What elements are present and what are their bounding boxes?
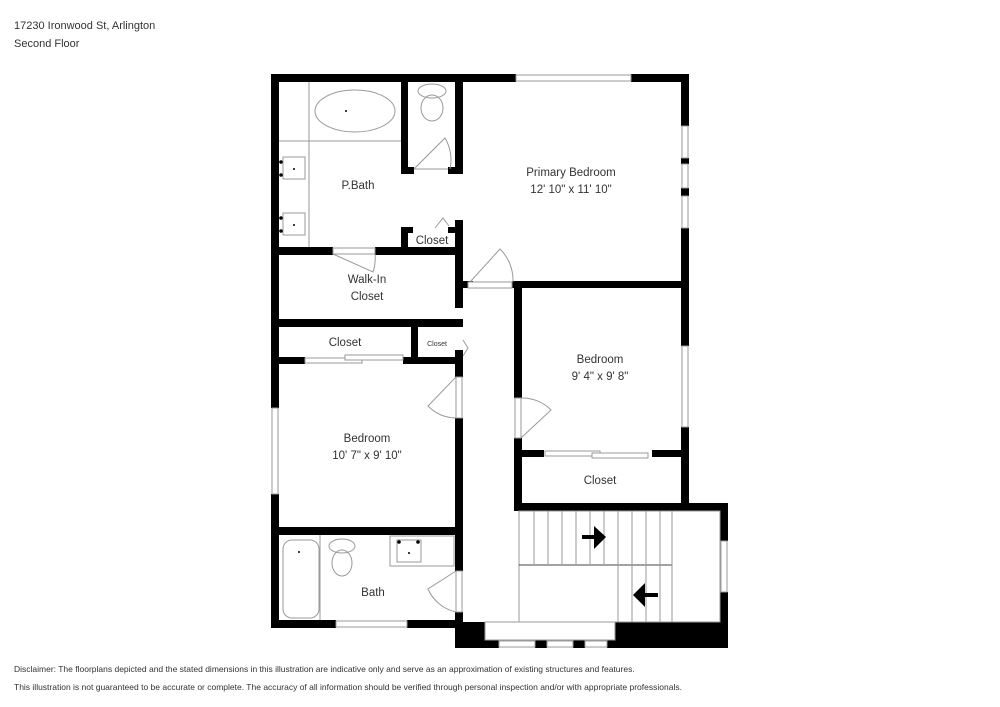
stairs-down-arrow-icon [633,583,658,607]
stair-treads [533,511,673,622]
room-primary-closet: Closet [415,235,449,247]
stairs-up-arrow-icon [582,526,606,549]
fixture-dots [279,110,420,554]
room-name: Bedroom [576,354,624,366]
disclaimer-line-1: Disclaimer: The floorplans depicted and … [14,664,635,674]
room-name: Bedroom [343,433,391,445]
property-address: 17230 Ironwood St, Arlington [14,20,156,32]
walls [271,74,728,648]
room-bedroom-right-closet: Closet [583,475,617,487]
room-hall-closet: Closet [328,337,362,349]
room-dimensions: 10' 7" x 9' 10" [332,450,402,462]
disclaimer-line-2: This illustration is not guaranteed to b… [14,682,682,692]
room-walk-in-closet: Walk-In Closet [348,272,387,306]
room-bath: Bath [361,587,385,599]
room-small-closet: Closet [427,341,447,348]
room-primary-bedroom: Primary Bedroom 12' 10" x 11' 10" [526,165,615,199]
room-bedroom-left: Bedroom 10' 7" x 9' 10" [332,431,401,465]
floor-name: Second Floor [14,38,80,50]
room-bedroom-right: Bedroom 9' 4" x 9' 8" [572,352,629,386]
room-primary-bath: P.Bath [341,180,375,192]
room-dimensions: 12' 10" x 11' 10" [530,184,612,196]
room-name-line2: Closet [350,291,384,303]
room-dimensions: 9' 4" x 9' 8" [571,371,629,383]
fixtures [271,74,728,648]
room-name: Primary Bedroom [526,167,616,179]
room-name: Walk-In [347,274,387,286]
